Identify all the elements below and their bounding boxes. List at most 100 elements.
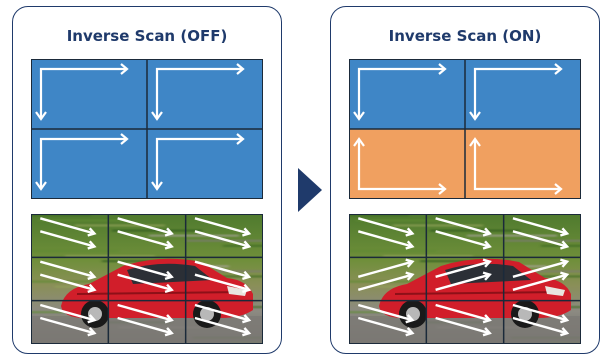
arrow-head [242, 227, 252, 237]
scan-arrow-icon [151, 63, 245, 121]
arrow-head [405, 271, 415, 281]
blur-streak [31, 214, 91, 217]
arrow-shaft [39, 273, 95, 291]
arrow-shaft [194, 260, 250, 278]
arrow-shaft [117, 273, 173, 291]
scan-direction-arrow-icon [512, 217, 570, 250]
arrow-shaft [512, 230, 568, 248]
scan-direction-arrow-icon [194, 260, 252, 293]
scan-direction-arrow-icon [39, 303, 97, 337]
panel-title-on: Inverse Scan (ON) [388, 27, 542, 45]
scan-direction-arrow-icon [357, 303, 415, 337]
arrow-head [242, 240, 252, 250]
grid-border [31, 59, 263, 199]
arrow-head [87, 283, 97, 293]
blur-streak [213, 275, 263, 278]
arrow-head [560, 240, 570, 250]
transition-arrow-icon [296, 168, 322, 212]
scan-tile [147, 59, 263, 129]
arrow-head [482, 271, 492, 281]
car-photo-off [31, 214, 263, 344]
blur-streak [38, 219, 128, 222]
scan-grid-off-svg [31, 59, 263, 199]
arrow-head [87, 327, 97, 337]
arrow-shaft [117, 303, 173, 322]
arrow-head [405, 240, 415, 250]
road [31, 316, 263, 344]
inverse-scan-off-panel: Inverse Scan (OFF) [12, 6, 282, 354]
scan-direction-arrow-icon [117, 260, 174, 293]
arrow-head [405, 227, 415, 237]
arrow-shaft [39, 217, 95, 235]
scan-arrow-icon [353, 137, 447, 195]
arrow-shaft [194, 316, 250, 335]
arrow-head [87, 240, 97, 250]
scan-tile [31, 129, 147, 199]
scan-tile [465, 129, 581, 199]
arrow-shaft [357, 230, 413, 248]
scan-direction-arrow-icon [194, 217, 252, 250]
car-line [394, 291, 564, 295]
scan-tile [349, 129, 465, 199]
arrow-shaft [512, 316, 568, 335]
grid-border [349, 59, 581, 199]
arrow-head [164, 240, 174, 250]
arrow-shaft [435, 316, 491, 335]
arrow-shaft [194, 217, 250, 235]
blur-streak [176, 270, 263, 273]
car-photo-on [349, 214, 581, 344]
scan-grid-on [349, 59, 581, 199]
scan-arrow-icon [469, 137, 563, 195]
arrow-shaft [435, 260, 491, 278]
photo-border [31, 214, 263, 344]
scan-direction-arrow-icon [512, 258, 570, 291]
arrow-head [560, 227, 570, 237]
blur-streak [65, 254, 155, 258]
arrow-shaft [357, 273, 413, 291]
scan-direction-arrow-icon [117, 217, 174, 250]
scan-tile [349, 59, 465, 129]
arrow-shaft [512, 260, 568, 278]
arrow-head [87, 227, 97, 237]
scan-arrow-icon [35, 133, 129, 191]
scan-arrow-icon [469, 63, 563, 121]
blur-streak [75, 224, 165, 227]
arrow-shaft [357, 260, 413, 278]
arrow-shaft [39, 316, 95, 335]
arrow-shaft [117, 260, 173, 278]
blur-streak [349, 249, 436, 253]
car-photo-on-svg [349, 214, 581, 344]
arrow-shaft [357, 303, 413, 322]
arrow-head [482, 327, 492, 337]
arrow-shaft [39, 260, 95, 278]
scan-direction-arrow-icon [117, 303, 174, 337]
arrow-head [242, 270, 252, 280]
arrow-shaft [194, 230, 250, 248]
scan-direction-arrow-icon [435, 258, 492, 291]
arrow-shaft [117, 230, 173, 248]
arrow-shaft [357, 316, 413, 335]
panel-title-off: Inverse Scan (OFF) [66, 27, 228, 45]
inverse-scan-on-panel: Inverse Scan (ON) [330, 6, 600, 354]
scan-direction-arrow-icon [39, 260, 97, 293]
arrow-head [405, 258, 415, 268]
arrow-head [164, 314, 174, 324]
photo-border [349, 214, 581, 344]
arrow-head [560, 327, 570, 337]
blur-streak [31, 280, 108, 283]
arrow-shaft [512, 273, 568, 291]
scan-direction-arrow-icon [512, 303, 570, 337]
arrow-head [164, 283, 174, 293]
car-headlight [545, 286, 565, 296]
arrow-shaft [435, 273, 491, 291]
scan-grid-off [31, 59, 263, 199]
scan-grid-on-svg [349, 59, 581, 199]
car-line [76, 291, 246, 295]
arrow-head [482, 258, 492, 268]
arrow-shaft [435, 217, 491, 235]
scan-direction-arrow-icon [194, 303, 252, 337]
car-headlight [227, 286, 247, 296]
arrow-head [87, 314, 97, 324]
blur-streak [31, 249, 118, 253]
scan-arrow-icon [151, 133, 245, 191]
